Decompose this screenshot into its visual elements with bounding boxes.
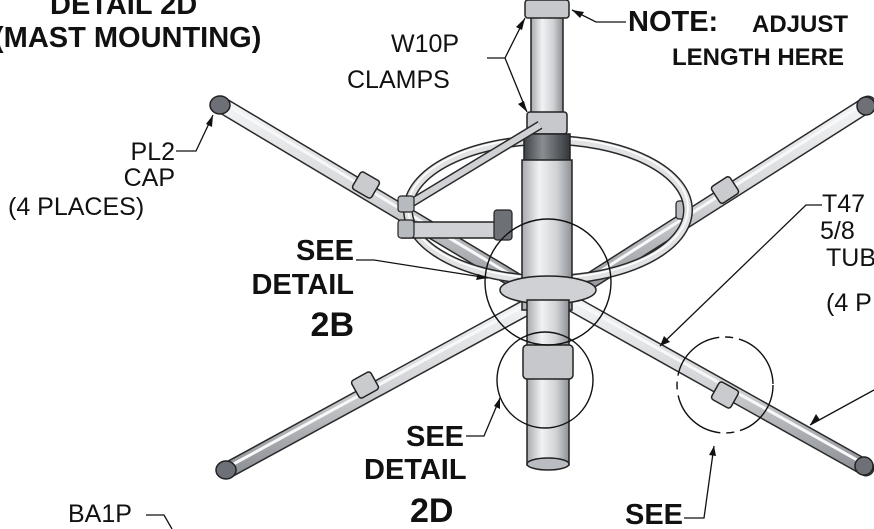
detail-right-circle bbox=[676, 336, 774, 434]
arm-clamp bbox=[710, 381, 740, 409]
see-2d-detail: DETAIL bbox=[364, 454, 467, 486]
ba1p-label: BA1P bbox=[68, 500, 132, 528]
note-adjust-label: ADJUST bbox=[752, 11, 849, 38]
arm-clamp bbox=[710, 176, 740, 204]
radial-arm-lower-left bbox=[215, 291, 549, 480]
mast bbox=[499, 0, 597, 471]
detail-2b-circle bbox=[484, 218, 612, 346]
see-2b-detail: DETAIL bbox=[251, 269, 354, 301]
t47-size-label: 5/8 bbox=[820, 217, 855, 245]
mast-mount-clamp bbox=[522, 344, 574, 380]
see-right-label: SEE bbox=[625, 499, 684, 529]
t47-label: T47 bbox=[822, 190, 866, 218]
w10p-clamp-top bbox=[524, 0, 570, 19]
pl2-label: PL2 bbox=[130, 138, 175, 166]
pl2-cap-lower-left bbox=[215, 460, 237, 480]
w10p-label: W10P bbox=[391, 30, 460, 58]
leader-arrowheads bbox=[206, 10, 820, 456]
t47-tube-label: TUB bbox=[826, 244, 874, 272]
t47-places-label: (4 P bbox=[826, 289, 872, 317]
detail-2d-title-line1: DETAIL 2D bbox=[50, 0, 198, 21]
detail-2d-title-line2: (MAST MOUNTING) bbox=[0, 22, 262, 54]
detail-2d-circle bbox=[496, 331, 594, 429]
arm-clamp bbox=[351, 171, 381, 199]
see-2b-see: SEE bbox=[295, 235, 354, 267]
note-label: NOTE: bbox=[628, 6, 719, 38]
w10p-clamps-label: CLAMPS bbox=[347, 66, 450, 94]
four-places-label: (4 PLACES) bbox=[8, 193, 145, 221]
radial-arm-lower-right bbox=[557, 291, 874, 477]
pl2-cap-upper-left bbox=[209, 95, 231, 115]
note-length-label: LENGTH HERE bbox=[672, 44, 845, 71]
arm-clamp bbox=[350, 371, 380, 399]
see-2b-number: 2B bbox=[310, 306, 354, 344]
see-2d-see: SEE bbox=[406, 421, 465, 453]
pl2-cap-upper-right bbox=[856, 96, 874, 116]
pl2-cap-lower-right bbox=[854, 456, 874, 476]
radial-arm-upper-left bbox=[209, 95, 557, 309]
cap-label: CAP bbox=[123, 164, 175, 192]
support-strut bbox=[397, 121, 543, 241]
radial-arm-upper-right bbox=[551, 95, 874, 309]
see-2d-number: 2D bbox=[410, 492, 454, 529]
